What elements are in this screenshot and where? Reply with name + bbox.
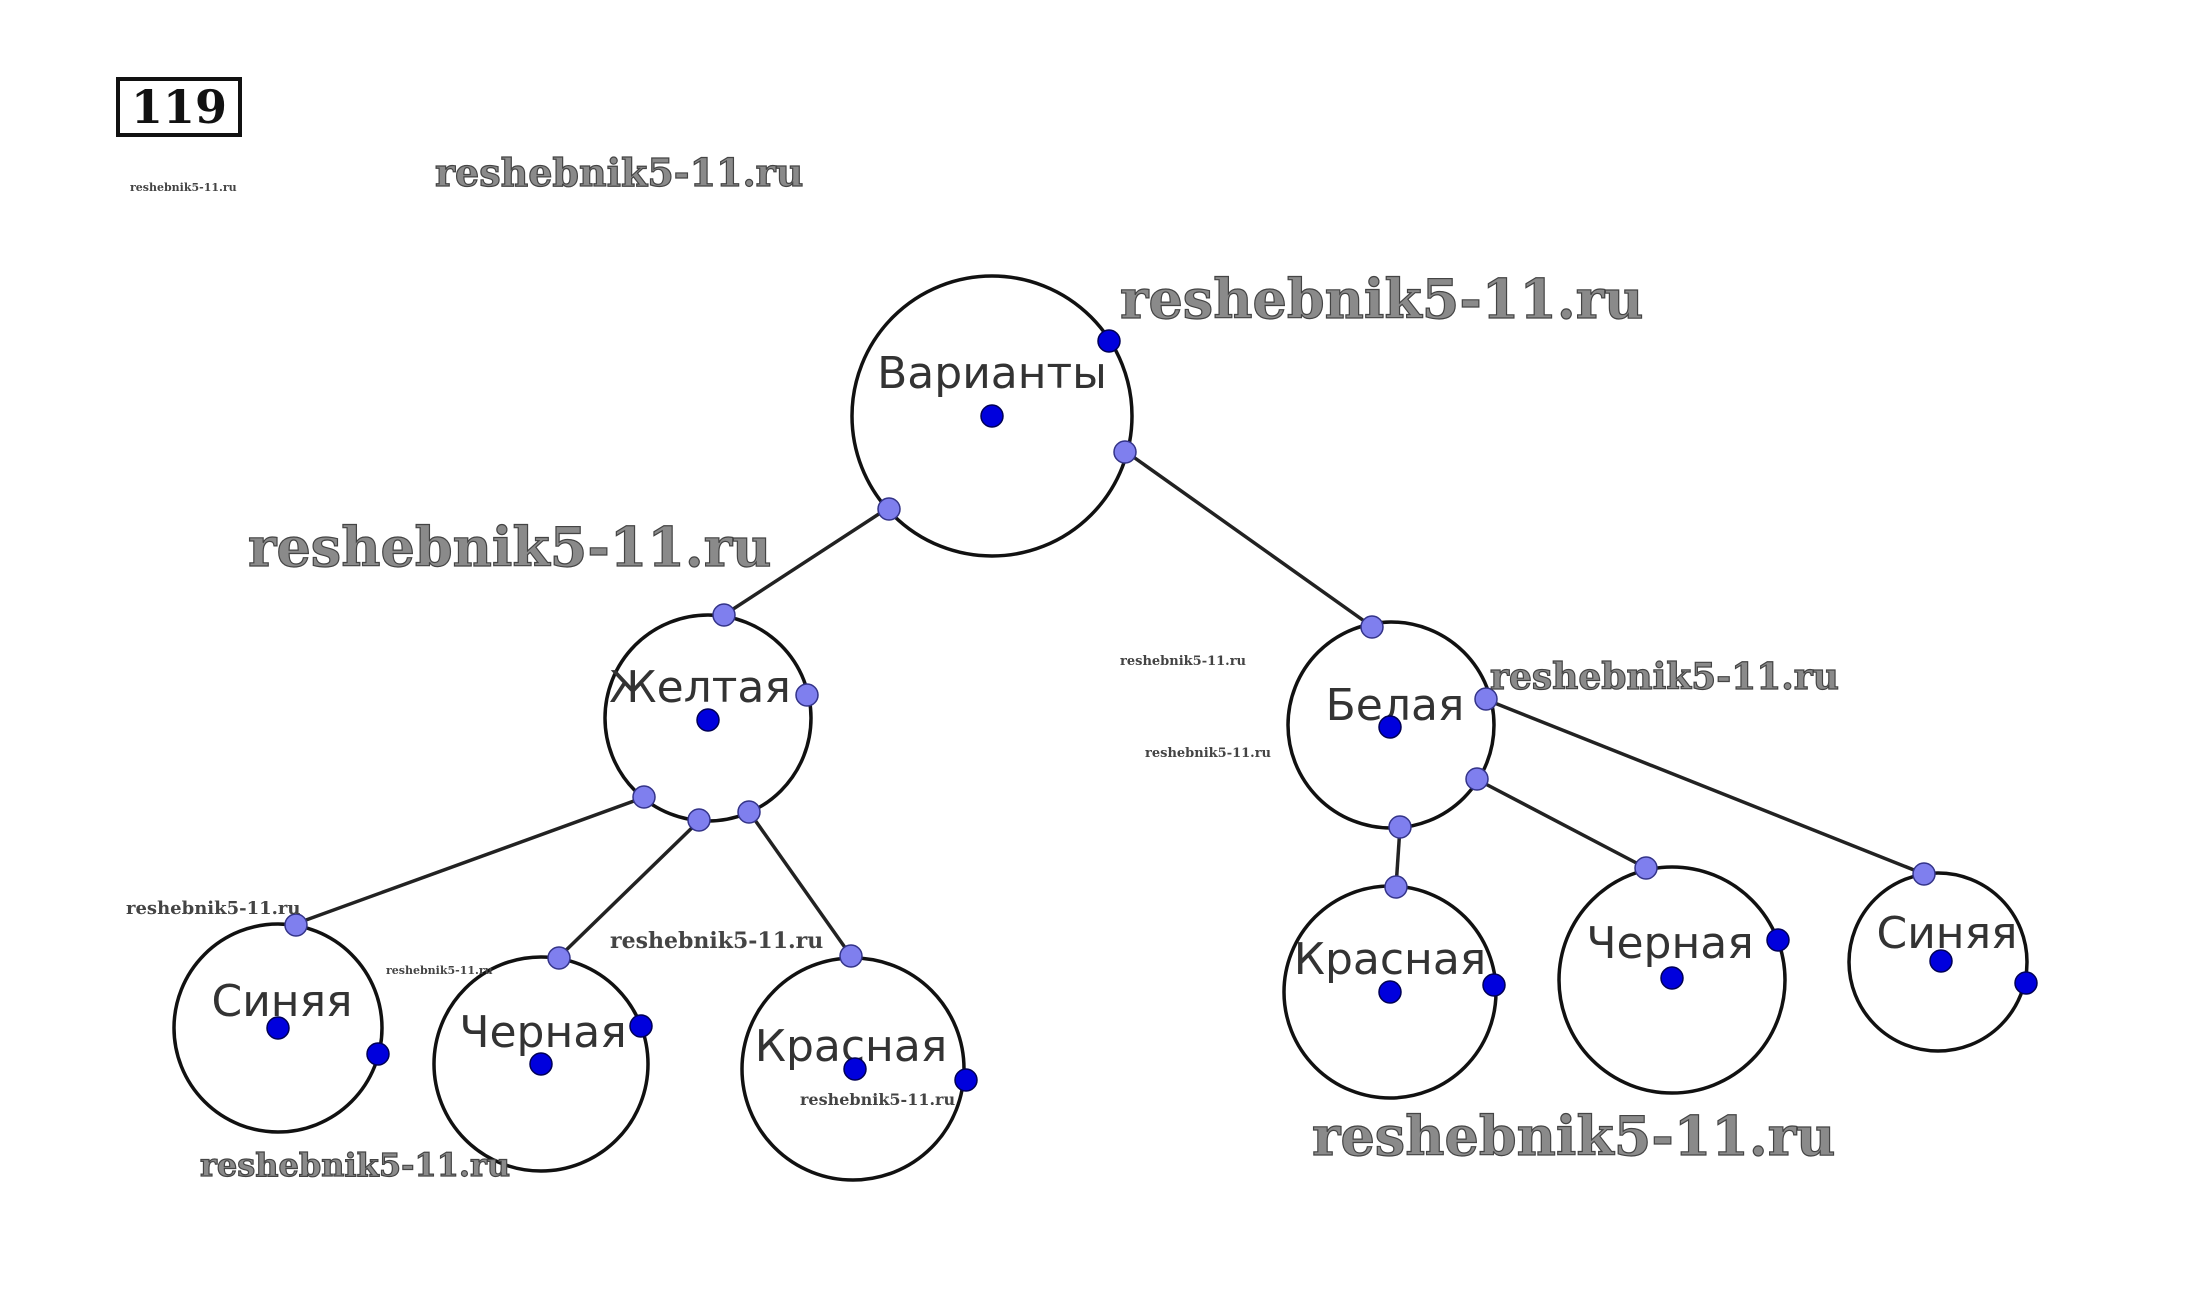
watermark: reshebnik5-11.ru	[610, 928, 823, 954]
radius-point	[1097, 329, 1121, 353]
radius-point	[629, 1014, 653, 1038]
node-circle-yellow-black	[432, 955, 650, 1173]
edge-yellow-black	[556, 818, 702, 960]
center-point	[1660, 966, 1684, 990]
watermark: reshebnik5-11.ru	[200, 1146, 510, 1184]
edge-point	[1465, 767, 1489, 791]
edge-yellow-blue	[294, 795, 646, 926]
watermark: reshebnik5-11.ru	[1145, 746, 1271, 761]
edge-point	[1634, 856, 1658, 880]
center-point	[1378, 980, 1402, 1004]
edge-point	[632, 785, 656, 809]
node-labels: Варианты Желтая Белая Синяя Черная Красн…	[211, 348, 2017, 1072]
center-point	[843, 1057, 867, 1081]
edge-point	[687, 808, 711, 832]
center-point	[529, 1052, 553, 1076]
edge-root-white	[1123, 449, 1376, 630]
node-circle-white-blue	[1847, 871, 2029, 1053]
label-white-black: Черная	[1586, 918, 1753, 969]
edge-root-yellow	[723, 506, 889, 617]
edge-points	[284, 440, 1936, 970]
edge-point	[1113, 440, 1137, 464]
edge-point	[547, 946, 571, 970]
radius-point	[2014, 971, 2038, 995]
radius-point	[1766, 928, 1790, 952]
watermark: reshebnik5-11.ru	[435, 150, 803, 195]
label-white-blue: Синяя	[1876, 908, 2017, 959]
edge-white-black	[1475, 777, 1647, 870]
center-points	[266, 404, 1953, 1081]
problem-number: 119	[116, 77, 242, 137]
edge-point	[1388, 815, 1412, 839]
watermark: reshebnik5-11.ru	[1490, 656, 1839, 698]
node-circle-white-black	[1557, 865, 1787, 1095]
center-point	[696, 708, 720, 732]
watermark: reshebnik5-11.ru	[130, 181, 237, 194]
edge-point	[284, 913, 308, 937]
edge-point	[1360, 615, 1384, 639]
center-point	[1378, 715, 1402, 739]
center-point	[980, 404, 1004, 428]
radius-points	[366, 329, 2038, 1092]
watermark: reshebnik5-11.ru	[1312, 1104, 1835, 1168]
watermark: reshebnik5-11.ru	[1120, 267, 1643, 331]
edge-point	[1912, 862, 1936, 886]
center-point	[266, 1016, 290, 1040]
watermark: reshebnik5-11.ru	[1120, 654, 1246, 669]
edge-point	[1474, 687, 1498, 711]
radius-point	[1482, 973, 1506, 997]
label-yellow: Желтая	[609, 662, 791, 713]
node-circles	[172, 274, 2029, 1182]
edge-point	[712, 603, 736, 627]
label-yellow-black: Черная	[459, 1007, 626, 1058]
edge-point	[737, 800, 761, 824]
label-white-red: Красная	[1294, 934, 1487, 985]
watermark: reshebnik5-11.ru	[126, 898, 300, 919]
edge-yellow-red	[748, 811, 853, 958]
watermark: reshebnik5-11.ru	[248, 515, 771, 579]
node-circle-yellow-blue	[172, 922, 384, 1134]
watermarks: reshebnik5-11.ru reshebnik5-11.ru resheb…	[126, 149, 1840, 1184]
label-root: Варианты	[877, 348, 1107, 399]
radius-point	[954, 1068, 978, 1092]
edge-point	[795, 683, 819, 707]
watermark: reshebnik5-11.ru	[800, 1090, 955, 1109]
edge-point	[1384, 875, 1408, 899]
edge-point	[839, 944, 863, 968]
node-circle-root	[850, 274, 1134, 558]
edge-white-blue	[1486, 698, 1925, 876]
radius-point	[366, 1042, 390, 1066]
center-point	[1929, 949, 1953, 973]
edge-point	[877, 497, 901, 521]
watermark: reshebnik5-11.ru	[386, 964, 493, 977]
